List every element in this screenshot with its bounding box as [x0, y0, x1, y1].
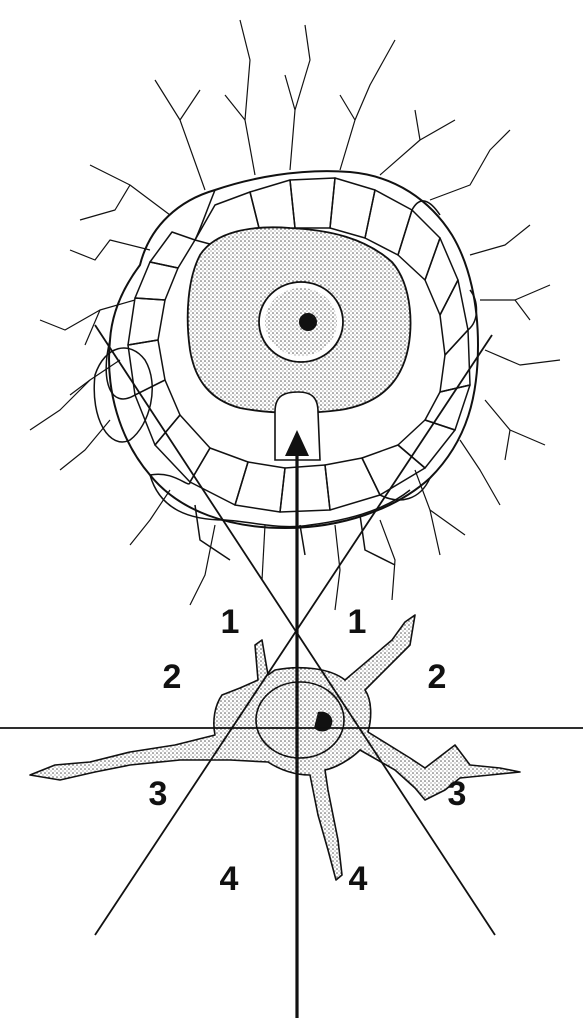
sector-label-2-right: 2: [428, 658, 447, 696]
nucleolus: [299, 313, 317, 331]
sector-label-4-left: 4: [220, 860, 239, 898]
sector-label-4-right: 4: [349, 860, 368, 898]
stellate-cell: [30, 615, 520, 880]
central-body: [188, 227, 411, 460]
stellate-cell-body: [30, 615, 520, 880]
sector-label-1-left: 1: [221, 603, 240, 641]
sector-label-3-left: 3: [149, 775, 168, 813]
sector-label-1-right: 1: [348, 603, 367, 641]
sector-label-2-left: 2: [163, 658, 182, 696]
sector-label-3-right: 3: [448, 775, 467, 813]
